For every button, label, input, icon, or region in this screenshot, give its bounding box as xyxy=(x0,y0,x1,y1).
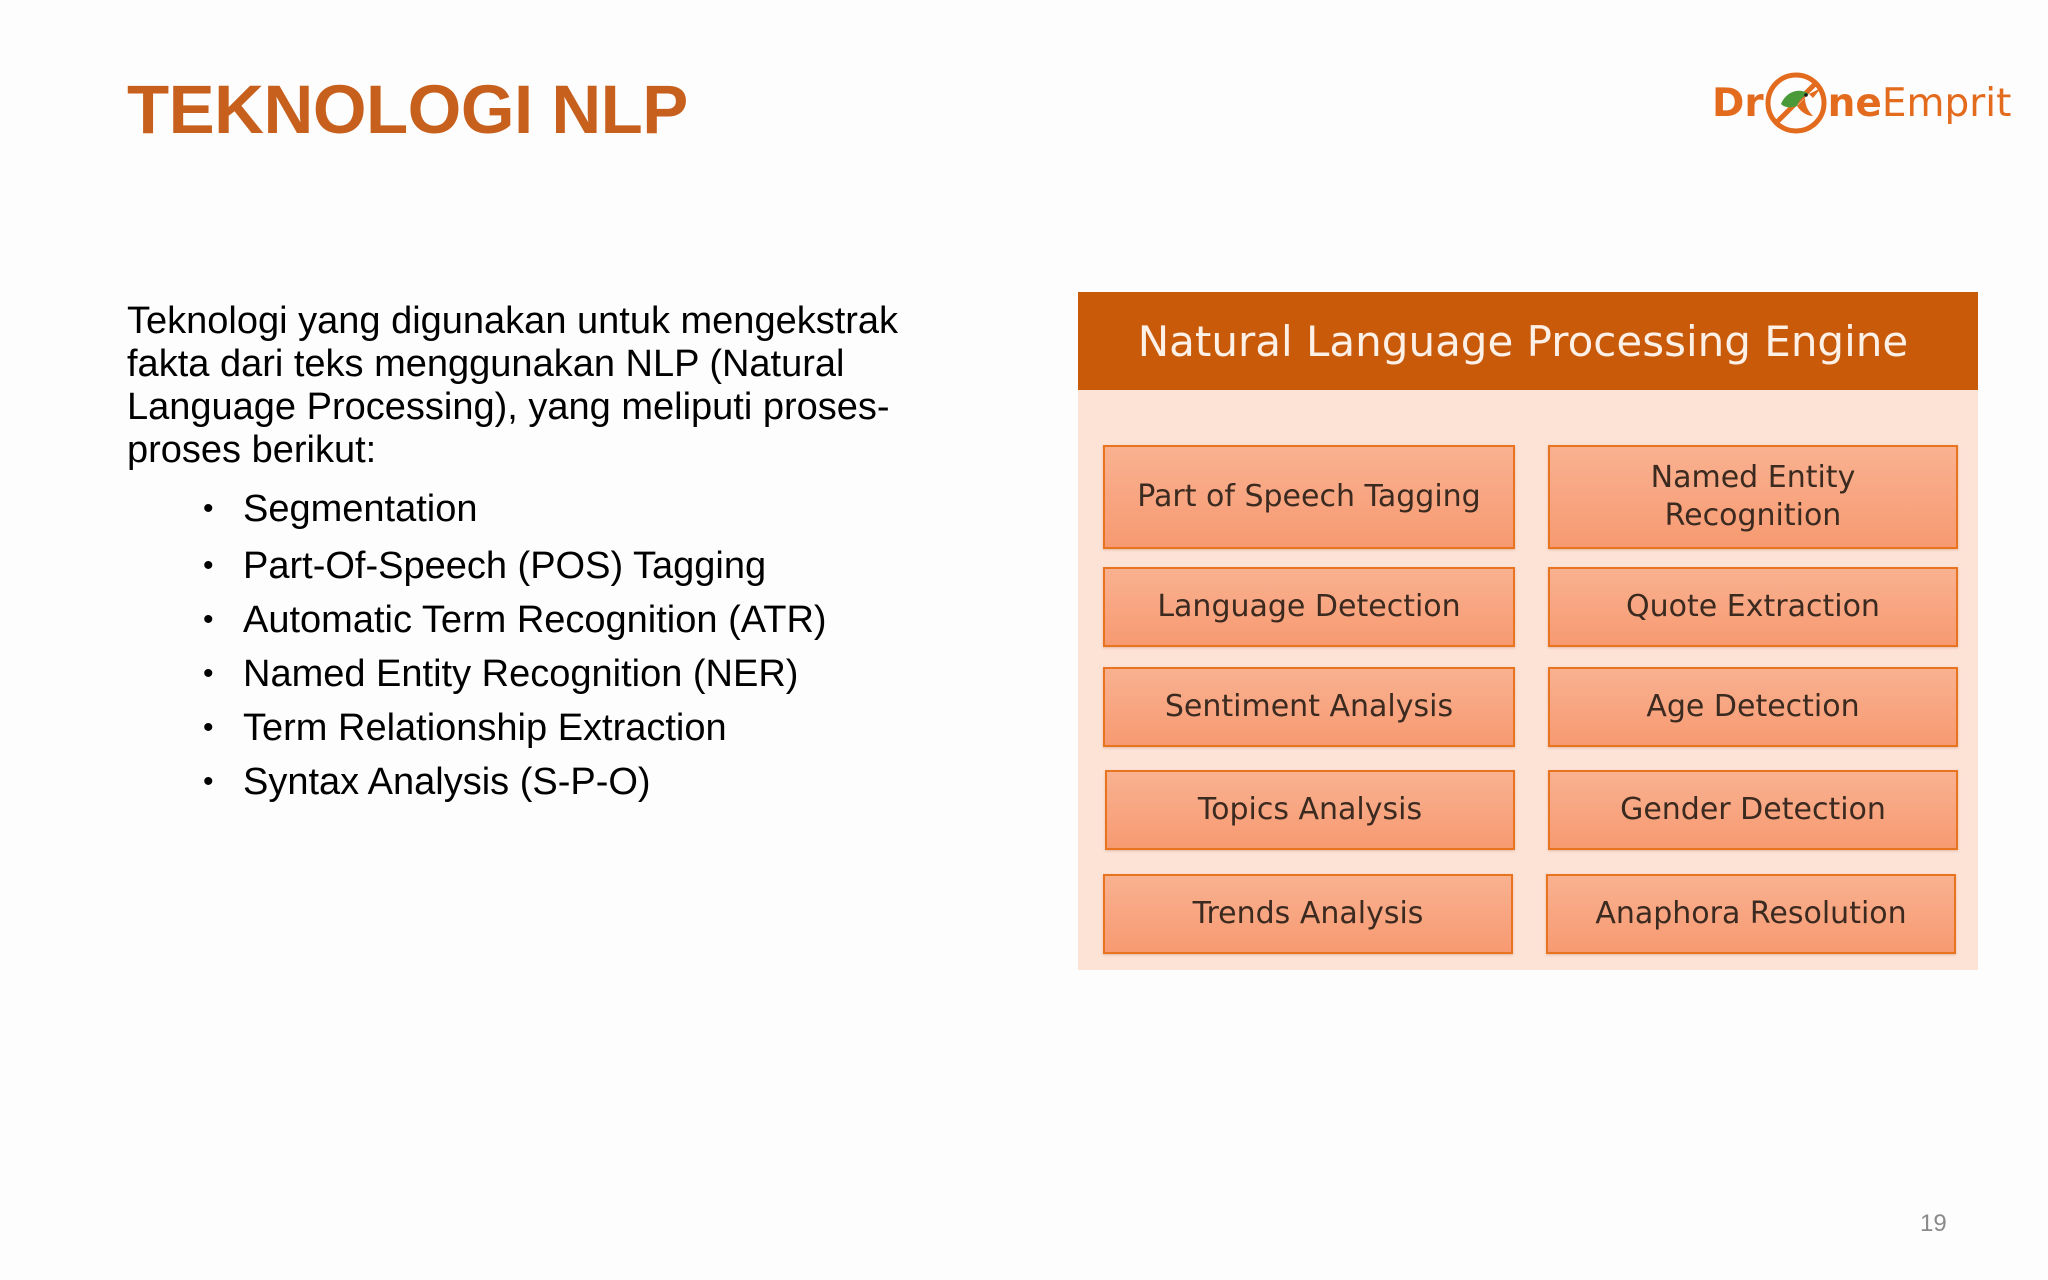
list-item-text: Syntax Analysis (S-P-O) xyxy=(243,761,651,803)
component-box: Named Entity Recognition xyxy=(1548,445,1958,549)
list-item: • Term Relationship Extraction xyxy=(200,701,827,755)
process-list: • Segmentation • Part-Of-Speech (POS) Tagg… xyxy=(200,482,827,809)
slide-title: TEKNOLOGI NLP xyxy=(127,71,688,148)
component-box: Age Detection xyxy=(1548,667,1958,747)
drone-emprit-logo: Dr ne Emprit xyxy=(1712,66,2011,140)
component-box: Trends Analysis xyxy=(1103,874,1513,954)
bullet-icon: • xyxy=(203,657,214,690)
page-number: 19 xyxy=(1920,1210,1947,1237)
component-box: Part of Speech Tagging xyxy=(1103,445,1515,549)
list-item-text: Automatic Term Recognition (ATR) xyxy=(243,599,827,641)
component-box: Anaphora Resolution xyxy=(1546,874,1956,954)
list-item-text: Part-Of-Speech (POS) Tagging xyxy=(243,545,767,587)
component-box: Topics Analysis xyxy=(1105,770,1515,850)
bullet-icon: • xyxy=(203,603,214,636)
nlp-engine-diagram: Natural Language Processing Engine Part … xyxy=(1078,292,1978,970)
list-item: • Automatic Term Recognition (ATR) xyxy=(200,593,827,647)
bird-icon xyxy=(1765,72,1827,134)
component-box: Sentiment Analysis xyxy=(1103,667,1515,747)
logo-text-suffix: Emprit xyxy=(1881,80,2012,126)
component-box: Quote Extraction xyxy=(1548,567,1958,647)
list-item: • Part-Of-Speech (POS) Tagging xyxy=(200,539,827,593)
engine-title: Natural Language Processing Engine xyxy=(1078,292,1978,390)
component-box: Gender Detection xyxy=(1548,770,1958,850)
logo-text-middle: ne xyxy=(1827,80,1882,126)
list-item: • Syntax Analysis (S-P-O) xyxy=(200,755,827,809)
bullet-icon: • xyxy=(203,711,214,744)
intro-paragraph: Teknologi yang digunakan untuk mengekstr… xyxy=(127,300,899,471)
list-item-text: Segmentation xyxy=(243,488,478,530)
logo-text-prefix: Dr xyxy=(1712,80,1764,126)
list-item: • Segmentation xyxy=(200,482,827,536)
engine-component-grid: Part of Speech Tagging Named Entity Reco… xyxy=(1078,292,1978,970)
list-item-text: Named Entity Recognition (NER) xyxy=(243,653,799,695)
list-item-text: Term Relationship Extraction xyxy=(243,707,727,749)
bullet-icon: • xyxy=(203,492,214,525)
bullet-icon: • xyxy=(203,549,214,582)
bullet-icon: • xyxy=(203,765,214,798)
list-item: • Named Entity Recognition (NER) xyxy=(200,647,827,701)
component-box: Language Detection xyxy=(1103,567,1515,647)
